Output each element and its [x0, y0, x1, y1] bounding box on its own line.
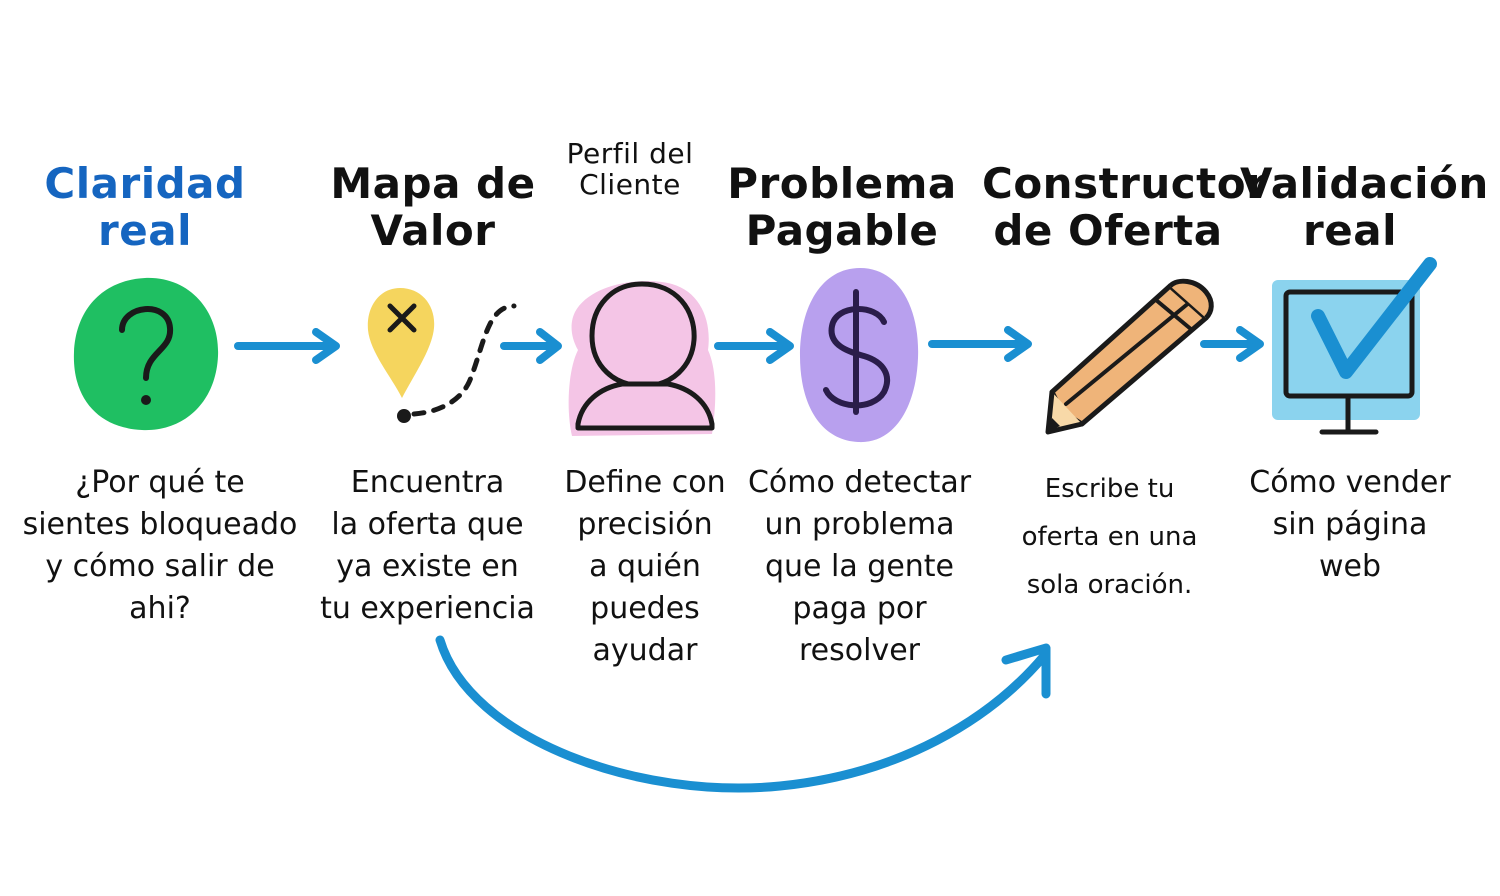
question-mark-icon	[73, 277, 219, 431]
step-2-description: Encuentra la oferta que ya existe en tu …	[320, 465, 535, 626]
person-icon	[568, 281, 716, 436]
step-6-title: Validación real	[1240, 159, 1489, 256]
step-2-title: Mapa de Valor	[330, 159, 536, 256]
step-4-description: Cómo detectar un problema que la gente p…	[747, 465, 972, 668]
map-pin-path-icon	[367, 288, 517, 423]
step-5-title: Constructor de Oferta	[982, 159, 1268, 256]
monitor-check-icon	[1272, 257, 1437, 435]
arrow-1	[234, 328, 340, 364]
step-3-title: Perfil del Cliente	[566, 137, 694, 202]
arrow-3	[714, 328, 794, 364]
step-4-title: Problema Pagable	[727, 159, 957, 256]
curved-arrow-skip	[435, 635, 1051, 793]
arrow-2	[500, 328, 562, 364]
arrow-4	[928, 326, 1032, 362]
step-3-description: Define con precisión a quién puedes ayud…	[564, 465, 726, 668]
step-5-description: Escribe tu oferta en una sola oración.	[1021, 474, 1198, 601]
step-6-description: Cómo vender sin página web	[1249, 465, 1451, 584]
dollar-icon	[800, 268, 919, 443]
step-1-description: ¿Por qué te sientes bloqueado y cómo sal…	[22, 465, 298, 626]
arrow-5	[1200, 326, 1264, 362]
pencil-icon	[1045, 278, 1214, 435]
step-1-title: Claridad real	[44, 159, 246, 256]
